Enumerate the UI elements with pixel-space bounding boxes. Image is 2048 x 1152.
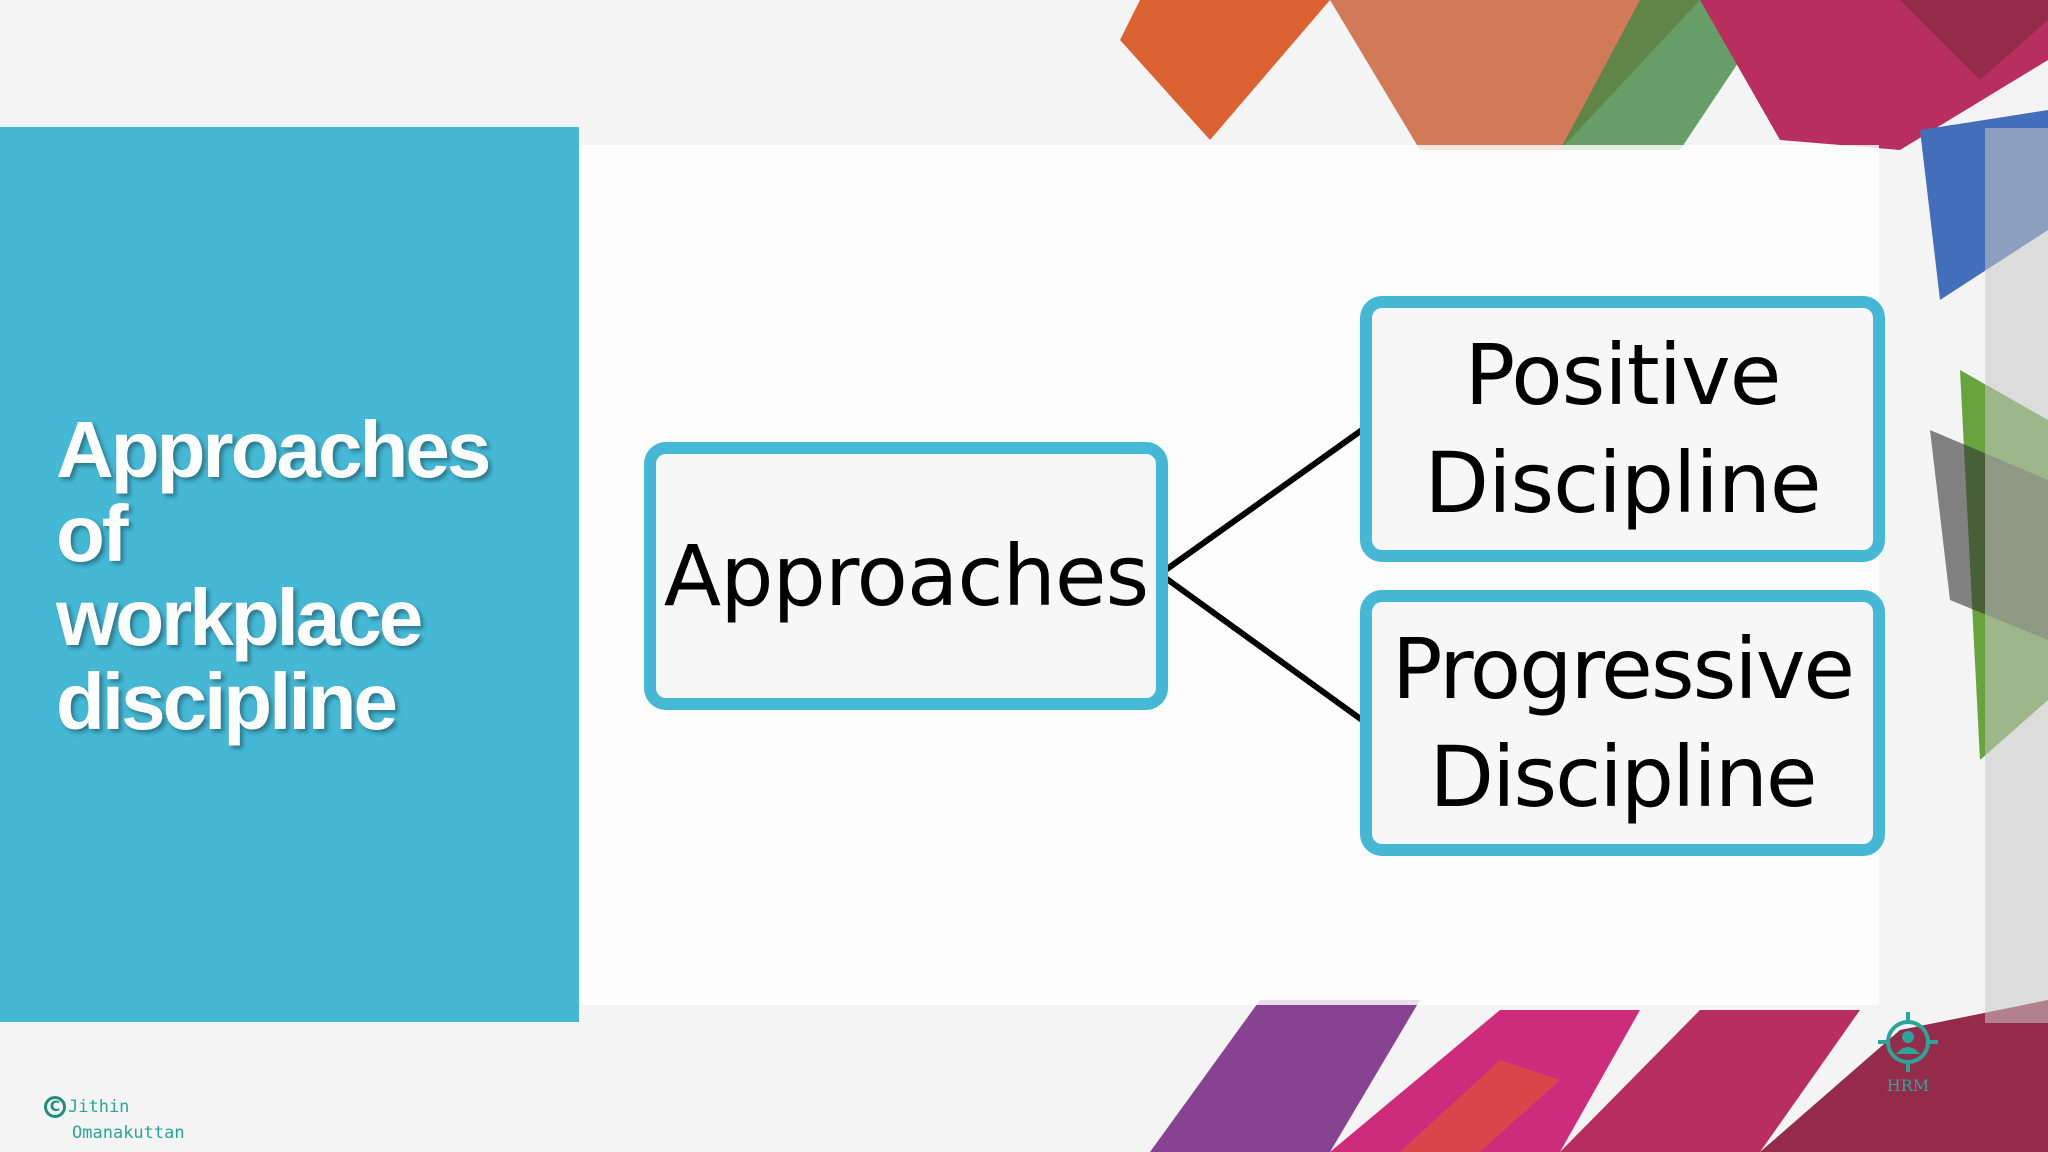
side-strip [1985,128,2048,1023]
credit-first-name: Jithin [68,1097,130,1117]
slide-title: Approaches of workplace discipline [56,408,576,744]
connector-progressive [1158,571,1364,723]
approaches-node: Approaches [644,442,1168,710]
hrm-logo: HRM [1876,1010,1940,1100]
progressive-label-line: Progressive [1391,620,1855,718]
approaches-label: Approaches [663,527,1150,625]
credit-last-name: Omanakuttan [72,1123,185,1143]
copyright-icon: C [44,1096,66,1118]
target-person-icon [1878,1012,1938,1072]
crimson-shape-bottom [1560,1010,1860,1152]
title-line: discipline [56,657,398,746]
title-line: of [56,489,129,578]
positive-label-line: Positive [1464,326,1782,424]
dark-red-shape-bottom [1760,1000,2048,1152]
positive-discipline-node: Positive Discipline [1360,296,1885,562]
positive-label-line: Discipline [1424,434,1821,532]
title-panel [0,127,579,1022]
progressive-label-line: Discipline [1429,728,1817,826]
brown-shape-top [1330,0,1700,150]
title-line: Approaches [56,405,491,494]
purple-shape-bottom [1150,1000,1420,1152]
connector-positive [1158,427,1364,577]
hrm-label: HRM [1886,1076,1930,1095]
orange-shape-top [1120,0,1330,140]
dark-red-shape-top [1900,0,2048,80]
title-line: workplace [56,573,423,662]
progressive-discipline-node: Progressive Discipline [1360,590,1885,856]
red-shape-bottom [1400,1060,1560,1152]
